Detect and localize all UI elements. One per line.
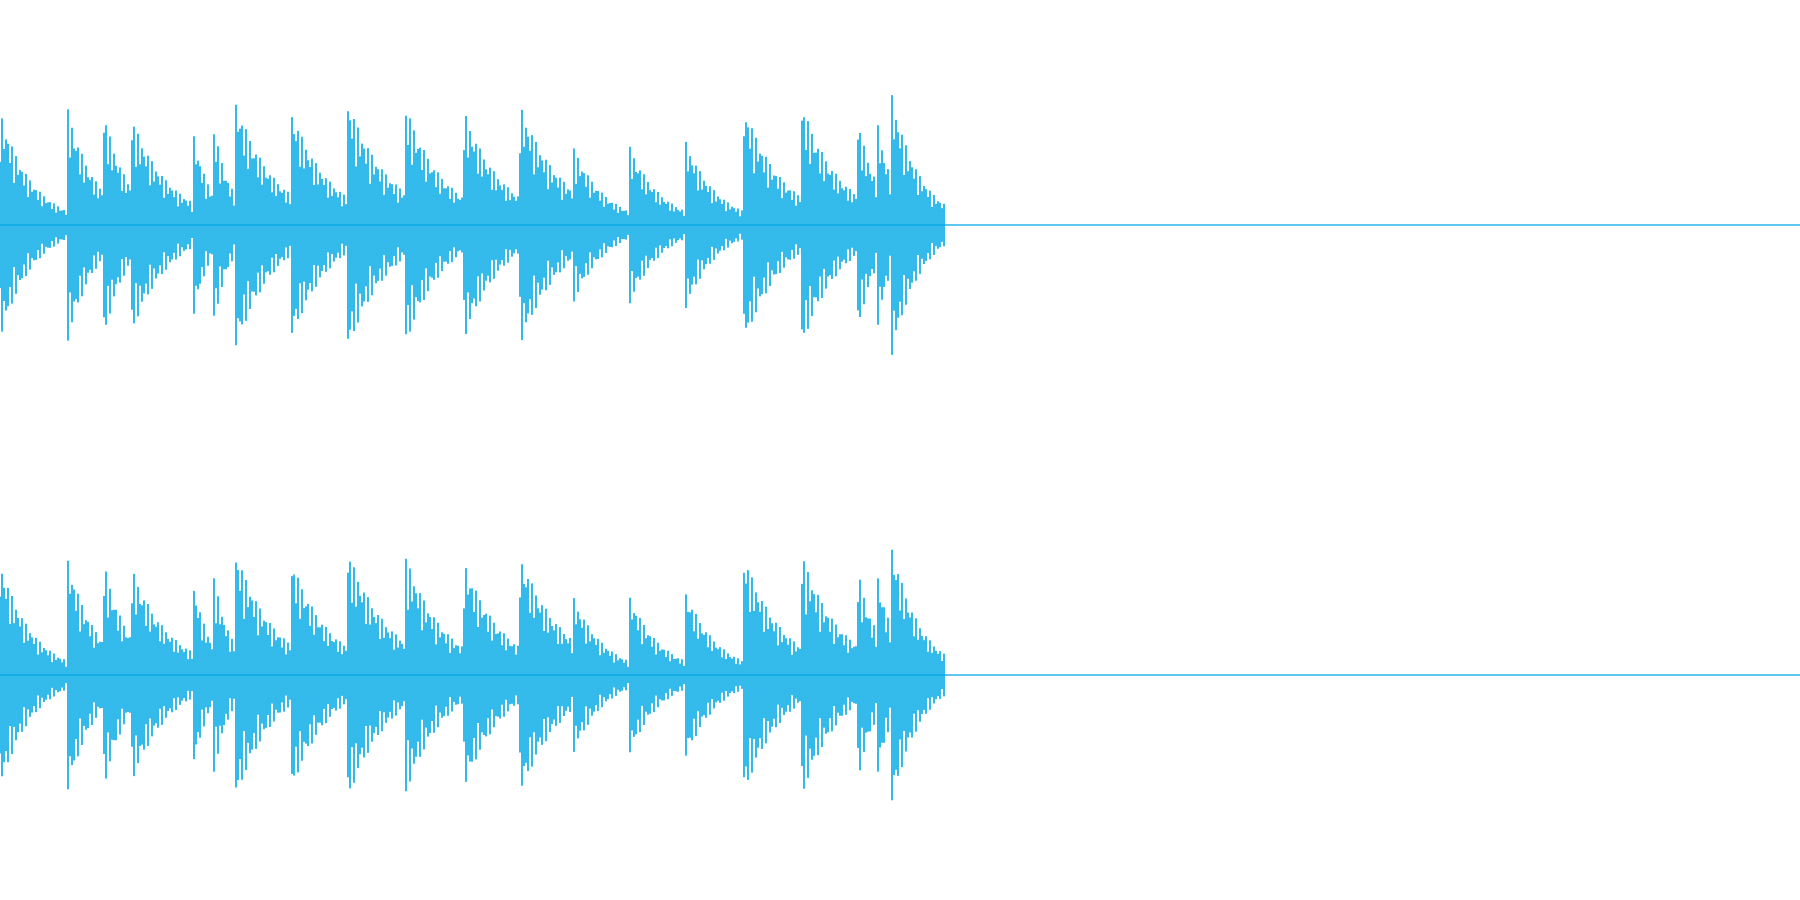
channel-left-waveform	[0, 95, 1800, 355]
channel-right-waveform	[0, 549, 1800, 801]
